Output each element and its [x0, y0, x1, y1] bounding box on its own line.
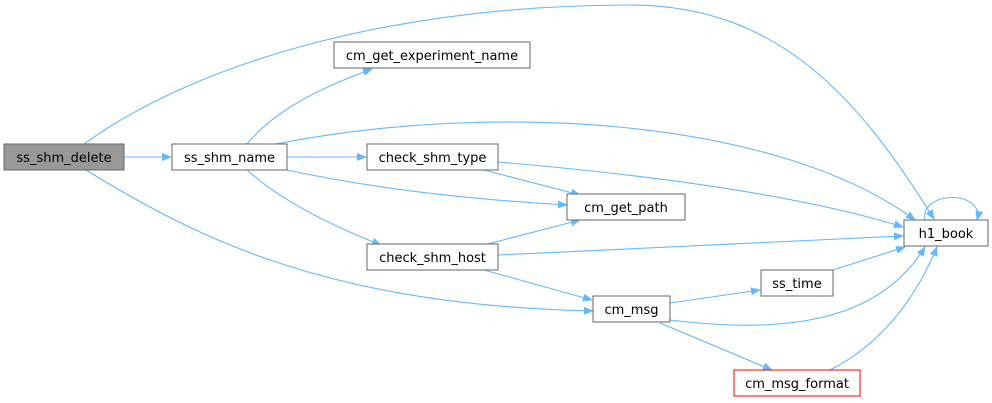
edge-ss-shm-name-to-cm-get-experiment-name: [246, 68, 373, 145]
node-check-shm-host[interactable]: check_shm_host: [366, 243, 499, 271]
node-check-shm-type[interactable]: check_shm_type: [366, 143, 499, 171]
node-ss-time[interactable]: ss_time: [760, 269, 834, 297]
node-label: h1_book: [919, 227, 974, 242]
edge-ss-time-to-h1-book: [832, 245, 906, 271]
edge-ss-shm-name-to-h1-book: [275, 121, 916, 221]
node-label: ss_shm_delete: [16, 151, 111, 166]
edges: [83, 4, 984, 371]
edge-cm-msg-to-ss-time: [669, 287, 761, 304]
edge-cm-msg-format-to-h1-book: [829, 246, 938, 371]
edge-ss-shm-name-to-check-shm-host: [246, 169, 382, 246]
node-label: check_shm_type: [379, 151, 487, 166]
edge-check-shm-host-to-cm-msg: [483, 269, 593, 302]
edge-check-shm-type-to-h1-book: [497, 161, 904, 229]
edge-cm-msg-to-h1-book: [669, 246, 926, 326]
edge-h1-book-self-loop: [924, 196, 984, 221]
node-cm-get-experiment-name[interactable]: cm_get_experiment_name: [333, 41, 531, 69]
nodes: ss_shm_delete ss_shm_name cm_get_experim…: [3, 41, 989, 397]
node-h1-book[interactable]: h1_book: [903, 219, 989, 247]
node-cm-msg[interactable]: cm_msg: [592, 295, 671, 323]
edge-ss-shm-delete-to-cm-msg: [85, 169, 594, 315]
edge-check-shm-host-to-cm-get-path: [483, 218, 581, 246]
node-label: cm_get_path: [584, 201, 668, 216]
node-ss-shm-delete[interactable]: ss_shm_delete: [3, 143, 125, 171]
node-label: ss_time: [772, 277, 821, 292]
edge-check-shm-type-to-cm-get-path: [483, 169, 581, 197]
node-cm-msg-format[interactable]: cm_msg_format: [733, 369, 861, 397]
node-label: check_shm_host: [379, 251, 486, 266]
edge-check-shm-host-to-h1-book: [497, 232, 904, 256]
node-ss-shm-name[interactable]: ss_shm_name: [171, 143, 288, 171]
edge-ss-shm-delete-to-h1-book: [83, 4, 935, 220]
edge-cm-msg-to-cm-msg-format: [659, 322, 773, 371]
node-label: ss_shm_name: [184, 151, 275, 166]
edge-ss-shm-name-to-cm-get-path: [286, 169, 568, 209]
node-label: cm_get_experiment_name: [346, 49, 518, 64]
node-cm-get-path[interactable]: cm_get_path: [566, 193, 686, 221]
node-label: cm_msg: [605, 303, 659, 318]
node-label: cm_msg_format: [745, 377, 849, 392]
